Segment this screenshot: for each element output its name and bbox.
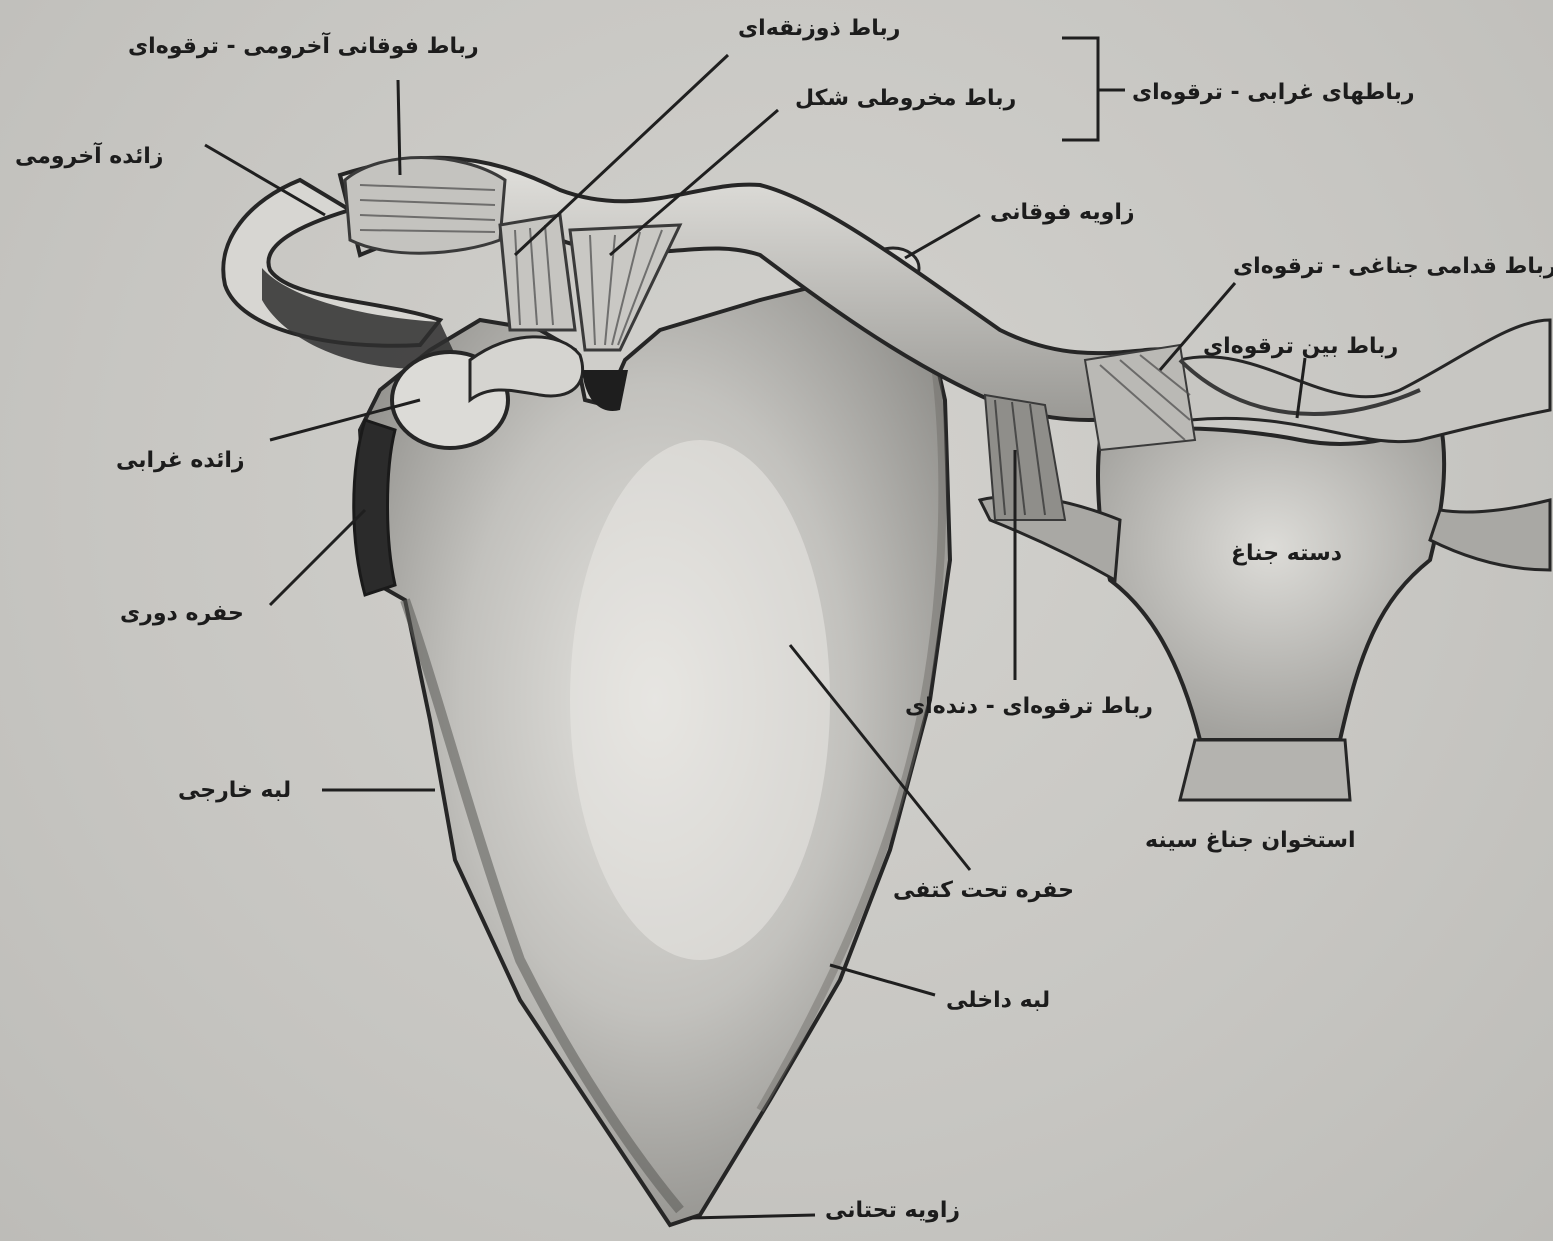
label-coracoid-process: زائده غرابی xyxy=(116,450,245,472)
fossa-shading xyxy=(570,440,830,960)
leader-medial-border xyxy=(830,965,935,995)
label-sternum: استخوان جناغ سینه xyxy=(1145,830,1356,852)
leader-superior-angle xyxy=(905,215,980,258)
leader-inferior-angle xyxy=(690,1215,815,1218)
label-medial-border: لبه داخلی xyxy=(946,990,1050,1012)
label-trapezoid-ligament: رباط ذوزنقه‌ای xyxy=(738,18,900,40)
manubrium-shape xyxy=(1098,420,1444,740)
label-superior-acromioclavicular-ligament: رباط فوقانی آخرومی - ترقوه‌ای xyxy=(128,36,479,58)
label-glenoid-cavity: حفره دوری xyxy=(120,603,244,625)
glenoid-cavity-shape xyxy=(354,420,395,595)
label-interclavicular-ligament: رباط بین ترقوه‌ای xyxy=(1203,336,1398,358)
label-manubrium: دسته جناغ xyxy=(1231,543,1342,565)
label-costoclavicular-ligament: رباط ترقوه‌ای - دنده‌ای xyxy=(905,696,1153,718)
label-inferior-angle: زاویه تحتانی xyxy=(825,1200,960,1222)
label-acromion-process: زائده آخرومی xyxy=(15,146,163,168)
leader-glenoid xyxy=(270,510,365,605)
rib-right xyxy=(1430,500,1550,570)
label-coracoclavicular-ligaments: رباطهای غرابی - ترقوه‌ای xyxy=(1132,82,1415,104)
label-lateral-border: لبه خارجی xyxy=(178,780,291,802)
sternum-body-shape xyxy=(1180,740,1350,800)
label-conoid-ligament: رباط مخروطی شکل xyxy=(795,88,1016,110)
label-subscapular-fossa: حفره تحت کتفی xyxy=(893,880,1074,902)
label-superior-angle: زاویه فوقانی xyxy=(990,202,1135,224)
leader-acromioclavicular xyxy=(398,80,400,175)
label-anterior-sternoclavicular-ligament: رباط قدامی جناغی - ترقوه‌ای xyxy=(1233,256,1553,278)
coracoclavicular-bracket xyxy=(1062,38,1125,140)
